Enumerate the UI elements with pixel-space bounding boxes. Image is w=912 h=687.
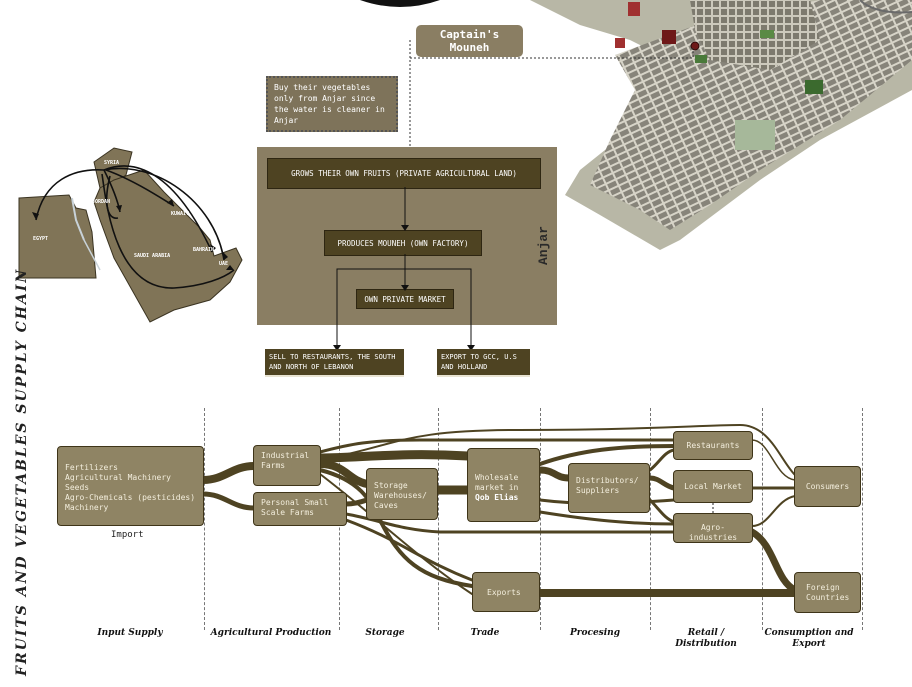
captain-mouneh-label: Captain's Mouneh bbox=[416, 25, 523, 57]
map-label-saudi: SAUDI ARABIA bbox=[134, 253, 171, 259]
input-supply-text: Fertilizers Agricultural Machinery Seeds… bbox=[65, 463, 196, 512]
exports-box: Exports bbox=[472, 572, 540, 612]
stage-divider bbox=[762, 408, 763, 630]
distributors-text: Distributors/ Suppliers bbox=[576, 476, 639, 495]
import-label: Import bbox=[111, 530, 144, 540]
small-farms-text: Personal Small Scale Farms bbox=[261, 498, 329, 517]
exports-text: Exports bbox=[487, 588, 521, 597]
small-farms-box: Personal Small Scale Farms bbox=[253, 492, 347, 526]
stage-storage: Storage bbox=[365, 628, 405, 638]
stage-divider bbox=[862, 408, 863, 630]
restaurants-text: Restaurants bbox=[686, 441, 740, 450]
wholesale-box: Wholesale market in Qob Elias bbox=[467, 448, 540, 522]
stage-divider bbox=[204, 408, 205, 630]
water-note: Buy their vegetables only from Anjar sin… bbox=[266, 76, 398, 132]
stage-divider bbox=[650, 408, 651, 630]
anjar-export-gcc: EXPORT TO GCC, U.S AND HOLLAND bbox=[437, 349, 530, 377]
map-label-uae: UAE bbox=[219, 261, 229, 267]
storage-box: Storage Warehouses/ Caves bbox=[366, 468, 438, 520]
local-market-box: Local Market bbox=[673, 470, 753, 503]
stage-trade: Trade bbox=[470, 628, 500, 638]
map-label-syria: SYRIA bbox=[104, 160, 120, 166]
industrial-farms-text: Industrial Farms bbox=[261, 451, 310, 470]
stage-input-supply: Input Supply bbox=[97, 628, 163, 638]
anjar-arrows bbox=[333, 187, 475, 351]
input-supply-box: Fertilizers Agricultural Machinery Seeds… bbox=[57, 446, 204, 526]
anjar-sell-restaurants: SELL TO RESTAURANTS, THE SOUTH AND NORTH… bbox=[265, 349, 404, 377]
foreign-countries-text: Foreign Countries bbox=[806, 583, 850, 602]
wholesale-text: Wholesale market in bbox=[475, 473, 519, 492]
industrial-farms-box: Industrial Farms bbox=[253, 445, 321, 486]
storage-text: Storage Warehouses/ Caves bbox=[374, 481, 427, 510]
map-label-jordan: JORDAN bbox=[92, 199, 111, 205]
consumers-box: Consumers bbox=[794, 466, 861, 507]
stage-consumption-export: Consumption and Export bbox=[764, 628, 854, 649]
leader-lines bbox=[409, 40, 694, 148]
stage-divider bbox=[540, 408, 541, 630]
regional-map bbox=[18, 147, 243, 323]
local-market-text: Local Market bbox=[684, 482, 742, 491]
foreign-countries-box: Foreign Countries bbox=[794, 572, 861, 613]
consumers-text: Consumers bbox=[805, 482, 850, 491]
agro-industries-box: Agro-industries bbox=[673, 513, 753, 543]
agro-industries-text: Agro-industries bbox=[688, 523, 738, 542]
restaurants-box: Restaurants bbox=[673, 431, 753, 460]
anjar-step-produces: PRODUCES MOUNEH (OWN FACTORY) bbox=[324, 230, 482, 256]
stage-divider bbox=[438, 408, 439, 630]
stage-agricultural-production: Agricultural Production bbox=[210, 628, 332, 638]
wholesale-location: Qob Elias bbox=[475, 493, 519, 502]
map-label-bahrain: BAHRAIN bbox=[193, 247, 215, 253]
map-label-egypt: EGYPT bbox=[33, 236, 49, 242]
anjar-step-grows: GROWS THEIR OWN FRUITS (PRIVATE AGRICULT… bbox=[267, 158, 541, 189]
top-arc-decoration bbox=[360, 0, 440, 7]
map-label-kuwait: KUWAIT bbox=[171, 211, 190, 217]
stage-processing: Procesing bbox=[569, 628, 621, 638]
distributors-box: Distributors/ Suppliers bbox=[568, 463, 650, 513]
stage-retail-distribution: Retail / Distribution bbox=[675, 628, 737, 649]
